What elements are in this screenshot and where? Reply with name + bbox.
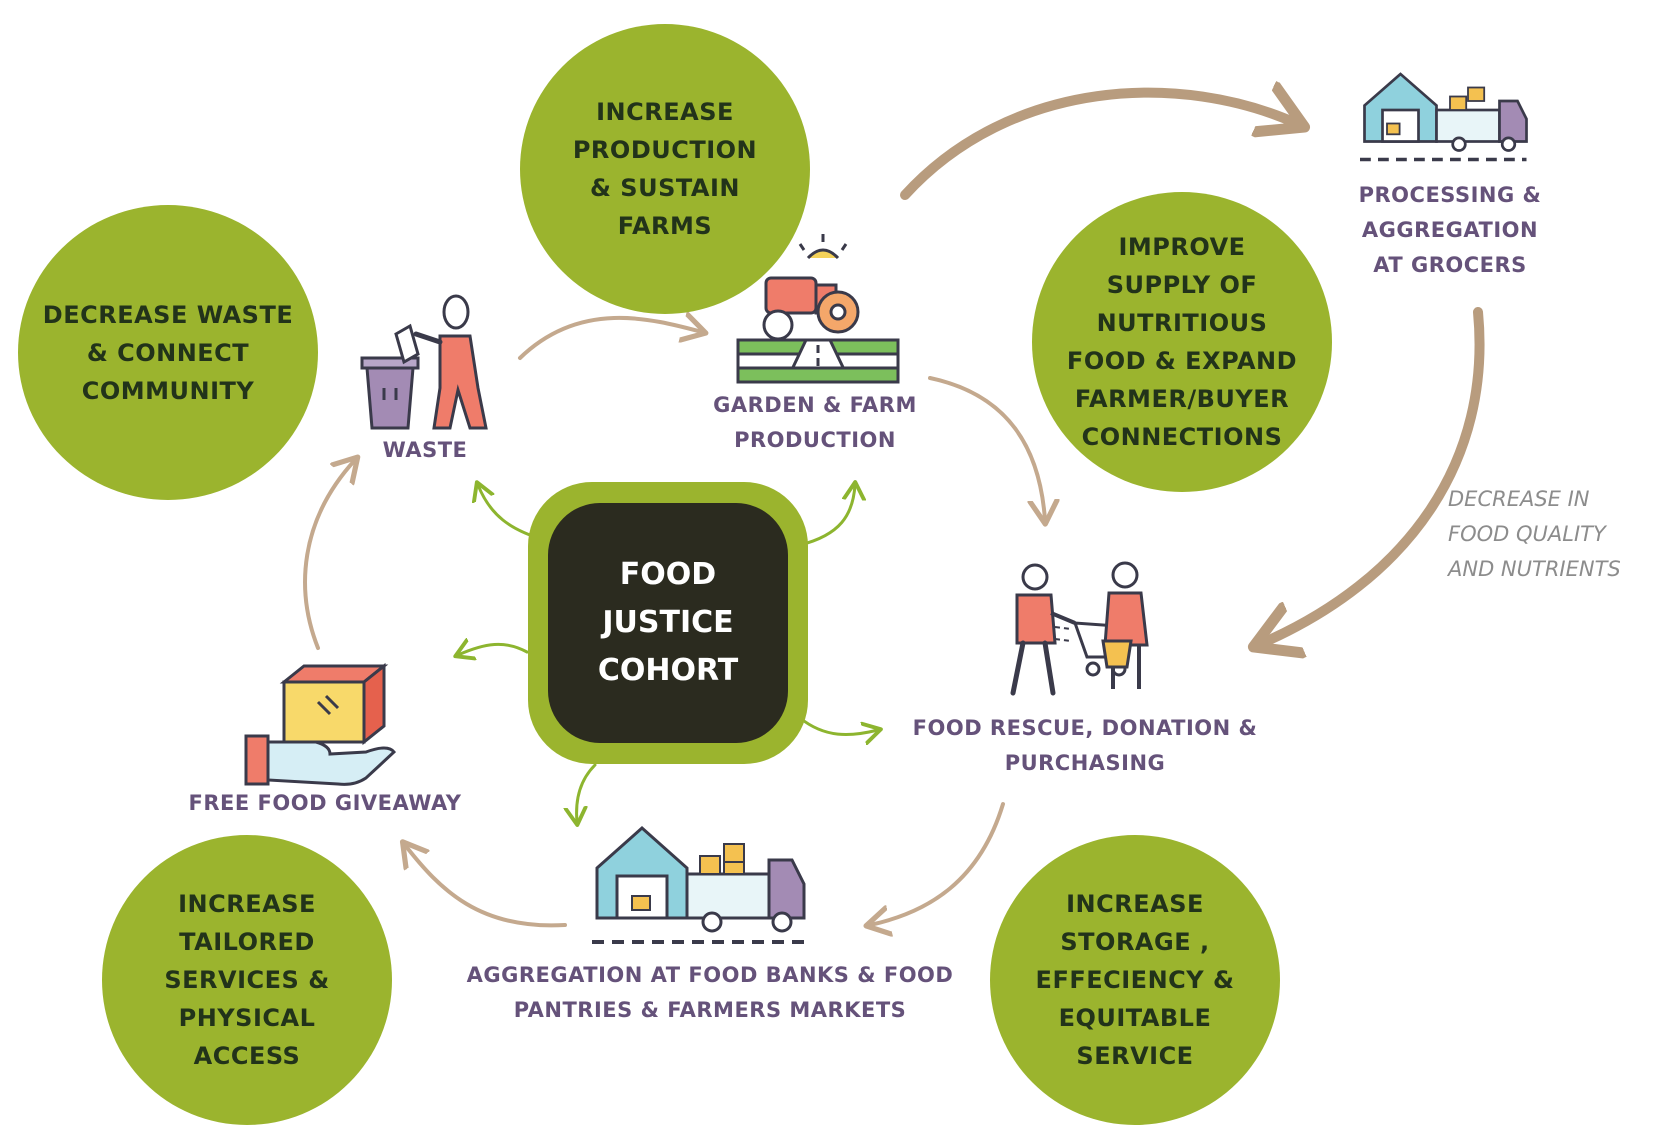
goal-improve-supply: IMPROVE SUPPLY OF NUTRITIOUS FOOD & EXPA… (1032, 192, 1332, 492)
cycle-flow-arrows (303, 93, 1485, 928)
center-hub: FOOD JUSTICE COHORT (548, 503, 788, 743)
note-quality-decrease: DECREASE IN FOOD QUALITY AND NUTRIENTS (1448, 487, 1621, 581)
stage-waste: WASTE (382, 438, 468, 462)
goal-increase-production: INCREASE PRODUCTION & SUSTAIN FARMS (520, 24, 810, 314)
hub-arrow-to-giveaway (458, 644, 529, 655)
goal-decrease-waste: DECREASE WASTE & CONNECT COMMUNITY (18, 205, 318, 500)
arrow-farm-to-processing (900, 93, 1300, 200)
aggregation-warehouse-truck-icon (592, 825, 806, 944)
arrow-waste-to-farm (518, 318, 702, 360)
stage-food-rescue: FOOD RESCUE, DONATION & PURCHASING (912, 716, 1258, 775)
farm-tractor-icon (736, 234, 900, 384)
arrow-processing-to-rescue (1258, 307, 1485, 645)
arrow-giveaway-to-waste (303, 460, 355, 650)
arrow-farm-to-rescue (928, 376, 1045, 520)
center-hub-title: FOOD JUSTICE COHORT (597, 557, 739, 688)
goal-increase-production-label: INCREASE PRODUCTION & SUSTAIN FARMS (572, 98, 758, 240)
goal-storage-efficiency-label: INCREASE STORAGE , EFFECIENCY & EQUITABL… (1035, 890, 1235, 1070)
stage-processing: PROCESSING & AGGREGATION AT GROCERS (1358, 183, 1542, 277)
goal-decrease-waste-label: DECREASE WASTE & CONNECT COMMUNITY (42, 300, 294, 405)
goal-tailored-services: INCREASE TAILORED SERVICES & PHYSICAL AC… (102, 835, 392, 1125)
goal-improve-supply-label: IMPROVE SUPPLY OF NUTRITIOUS FOOD & EXPA… (1066, 233, 1298, 451)
waste-bin-person-icon (360, 294, 488, 430)
arrow-aggregation-to-giveaway (405, 845, 567, 928)
hub-arrows (458, 485, 878, 822)
hub-arrow-to-aggregation (577, 763, 597, 822)
stage-garden-farm: GARDEN & FARM PRODUCTION (713, 393, 917, 452)
stage-free-food: FREE FOOD GIVEAWAY (188, 791, 462, 815)
hub-arrow-to-rescue (798, 716, 878, 735)
hub-arrow-to-farm (798, 485, 855, 547)
stage-aggregation: AGGREGATION AT FOOD BANKS & FOOD PANTRIE… (466, 963, 954, 1022)
gift-hand-icon (244, 662, 397, 786)
shopping-people-icon (1010, 561, 1149, 696)
goal-storage-efficiency: INCREASE STORAGE , EFFECIENCY & EQUITABL… (990, 835, 1280, 1125)
arrow-rescue-to-aggregation (870, 802, 1005, 925)
warehouse-truck-icon (1360, 72, 1528, 162)
goal-tailored-services-label: INCREASE TAILORED SERVICES & PHYSICAL AC… (164, 890, 330, 1070)
